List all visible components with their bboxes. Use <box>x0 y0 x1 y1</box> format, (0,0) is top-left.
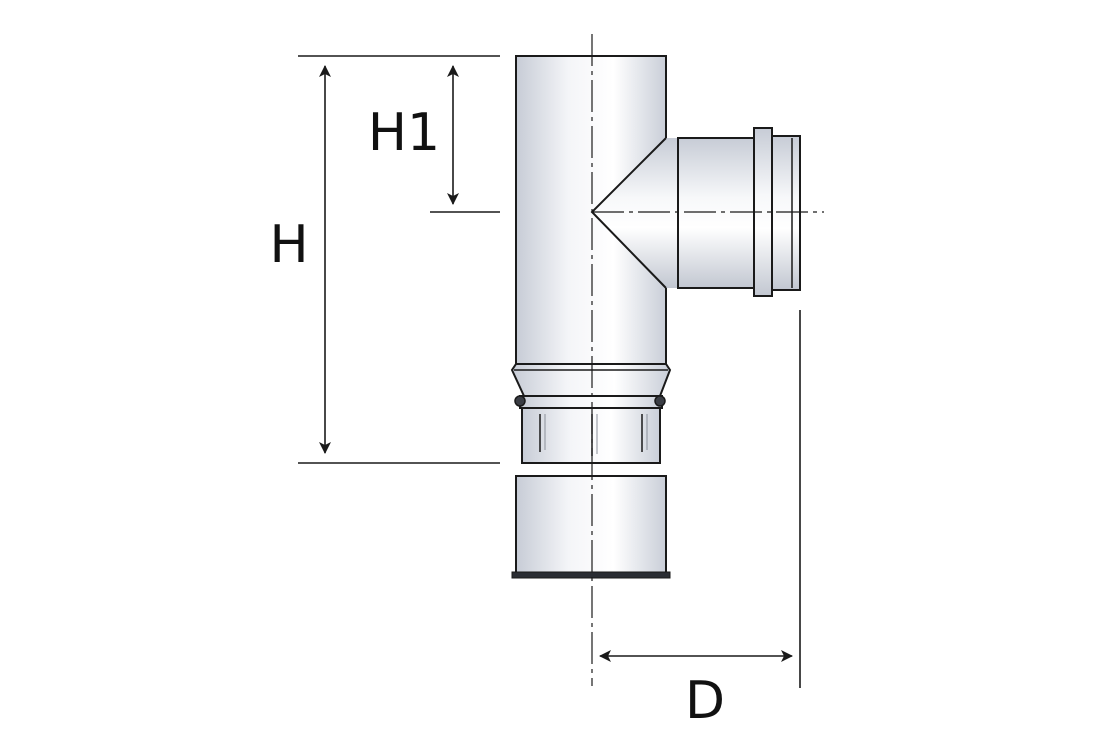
dimension-lines <box>298 55 801 688</box>
seal-ring-right <box>654 395 666 407</box>
centerlines <box>591 34 824 686</box>
bottom-coupling <box>510 363 672 464</box>
lower-pipe-section <box>511 475 671 579</box>
d-label: D <box>685 671 725 731</box>
seal-ring-left <box>514 395 526 407</box>
h-label: H <box>269 215 308 275</box>
h1-label: H1 <box>368 103 440 163</box>
